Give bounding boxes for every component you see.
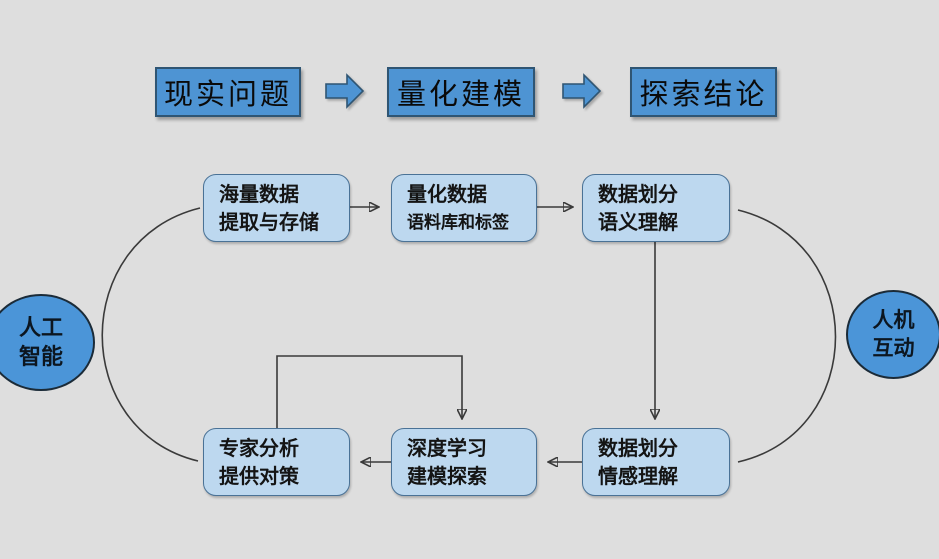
node-data-partition-semantic: 数据划分 语义理解 <box>582 174 730 242</box>
flow-step-reality-problem: 现实问题 <box>155 67 301 117</box>
node-line2: 语料库和标签 <box>407 212 509 232</box>
node-line2: 提供对策 <box>219 465 299 488</box>
flow-step-label: 探索结论 <box>639 77 768 111</box>
node-line2: 情感理解 <box>598 465 678 488</box>
circle-line2: 智能 <box>18 343 63 369</box>
flow-arrow-icon <box>325 73 365 109</box>
node-line1: 数据划分 <box>598 438 678 460</box>
node-line1: 量化数据 <box>407 184 487 206</box>
node-deep-learning: 深度学习 建模探索 <box>391 428 537 496</box>
circle-artificial-intelligence: 人工 智能 <box>0 294 95 391</box>
node-line2: 语义理解 <box>598 211 678 234</box>
node-line1: 深度学习 <box>407 438 487 460</box>
flow-step-explore-conclusion: 探索结论 <box>630 67 777 117</box>
node-line2: 建模探索 <box>407 465 487 488</box>
arrow-expert-loop-to-deeplearning <box>276 355 462 428</box>
node-massive-data: 海量数据 提取与存储 <box>203 174 350 242</box>
arc-left-cycle <box>101 207 201 462</box>
node-line2: 提取与存储 <box>219 211 319 234</box>
node-expert-analysis: 专家分析 提供对策 <box>203 428 350 496</box>
node-line1: 数据划分 <box>598 184 678 206</box>
arc-right-cycle <box>737 209 837 463</box>
circle-line1: 人工 <box>18 314 63 340</box>
flow-arrow-icon <box>562 73 602 109</box>
circle-human-computer-interaction: 人机 互动 <box>846 290 939 379</box>
circle-line2: 互动 <box>872 336 915 360</box>
node-quantified-data: 量化数据 语料库和标签 <box>391 174 537 242</box>
circle-line1: 人机 <box>872 309 915 333</box>
flow-step-label: 现实问题 <box>163 77 292 111</box>
flow-step-quantitative-modeling: 量化建模 <box>387 67 535 117</box>
node-data-partition-sentiment: 数据划分 情感理解 <box>582 428 730 496</box>
node-line1: 海量数据 <box>219 184 299 206</box>
node-line1: 专家分析 <box>219 438 299 460</box>
flow-step-label: 量化建模 <box>396 77 525 111</box>
